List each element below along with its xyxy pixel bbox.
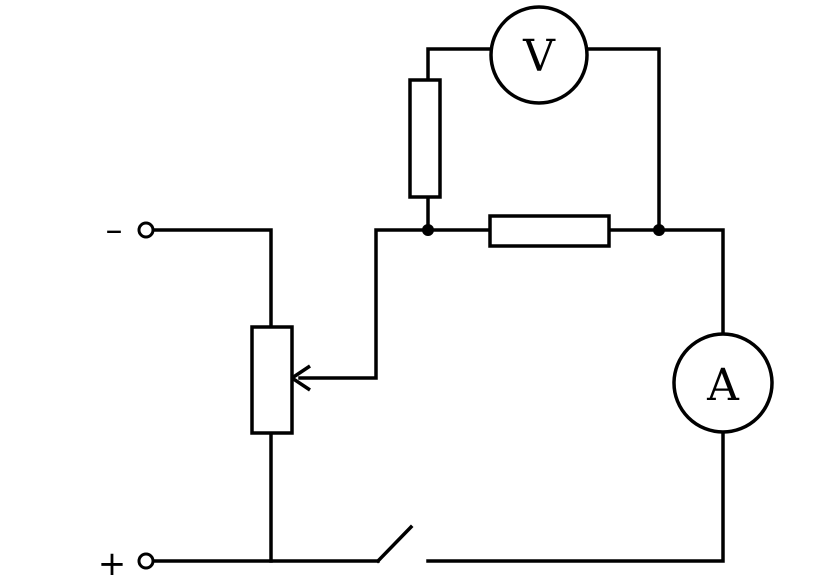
rheostat-wiper-arrow (291, 364, 311, 392)
wire-voltmeter-to-node (585, 47, 661, 232)
switch-blade (375, 524, 414, 564)
terminal-positive (137, 552, 155, 570)
rheostat-body (250, 325, 294, 435)
series-resistor (408, 78, 442, 199)
ammeter: A (672, 332, 774, 434)
main-resistor (488, 214, 611, 248)
ammeter-circle (672, 332, 774, 434)
voltmeter-label: V (522, 31, 556, 82)
junction-right (653, 224, 665, 236)
terminal-positive-sign: + (98, 544, 127, 580)
voltmeter: V (489, 5, 589, 105)
wire-slider (298, 228, 430, 380)
wires (151, 47, 725, 563)
wire-negative-to-rheostat (151, 228, 273, 329)
wire-series-resistor-to-voltmeter (426, 47, 493, 82)
wire-switch-to-ammeter (426, 431, 725, 563)
junction-left (422, 224, 434, 236)
terminal-negative (137, 221, 155, 239)
ammeter-label: A (706, 360, 740, 411)
voltmeter-circle (489, 5, 589, 105)
wire-ammeter-to-node (657, 228, 725, 336)
terminal-negative-sign: – (106, 210, 123, 250)
